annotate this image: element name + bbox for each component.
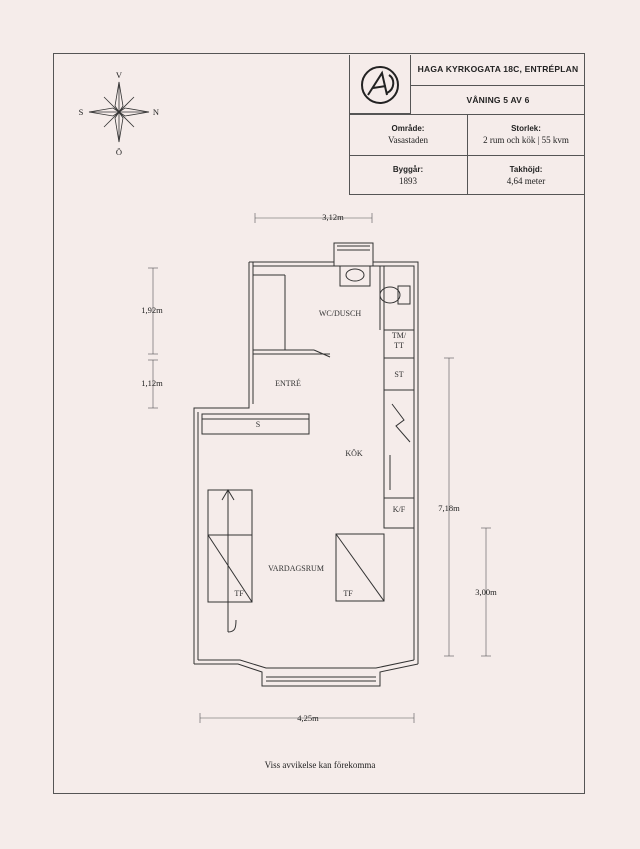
divider-line — [349, 155, 585, 156]
label-tm: TM/ — [392, 331, 407, 340]
compass-south: S — [79, 107, 84, 117]
info-table — [349, 55, 585, 195]
label-tt: TT — [394, 341, 404, 350]
area-value: Vasastaden — [388, 135, 428, 145]
compass-rose-icon — [88, 81, 150, 143]
room-vardagsrum: VARDAGSRUM — [268, 564, 324, 573]
divider-line — [467, 114, 468, 195]
floor-title: VÅNING 5 AV 6 — [466, 95, 530, 105]
label-tf-left: TF — [234, 589, 244, 598]
room-wc: WC/DUSCH — [319, 309, 361, 318]
ceiling-label: Takhöjd: — [509, 165, 543, 174]
ceiling-value: 4,64 meter — [506, 176, 546, 186]
room-entre: ENTRÉ — [275, 378, 301, 388]
compass-east: Ö — [116, 147, 122, 157]
divider-line — [349, 194, 585, 195]
compass-west: V — [116, 70, 123, 80]
size-value: 2 rum och kök | 55 kvm — [483, 135, 569, 145]
label-st: ST — [394, 370, 403, 379]
dim-bottom-width: 4,25m — [297, 713, 319, 723]
label-tf-right: TF — [343, 589, 353, 598]
built-label: Byggår: — [392, 165, 424, 174]
dim-right-tall: 7,18m — [438, 503, 460, 513]
divider-line — [411, 85, 585, 86]
built-value: 1893 — [399, 176, 417, 186]
room-kok: KÖK — [345, 449, 363, 458]
dim-left-upper: 1,92m — [141, 305, 163, 315]
address-title: HAGA KYRKOGATA 18C, ENTRÉPLAN — [417, 64, 579, 74]
footer-note: Viss avvikelse kan förekomma — [264, 760, 376, 770]
area-label: Område: — [391, 124, 425, 133]
page-frame — [53, 53, 585, 794]
dim-left-lower: 1,12m — [141, 378, 163, 388]
dim-right-short: 3,00m — [475, 587, 497, 597]
label-kf: K/F — [393, 505, 406, 514]
label-wardrobe: S — [256, 420, 260, 429]
logo-cell — [349, 55, 411, 114]
dim-top-width: 3,12m — [322, 212, 344, 222]
circle-monogram-logo-icon — [361, 66, 399, 104]
size-label: Storlek: — [511, 124, 541, 133]
compass-north: N — [153, 107, 159, 117]
